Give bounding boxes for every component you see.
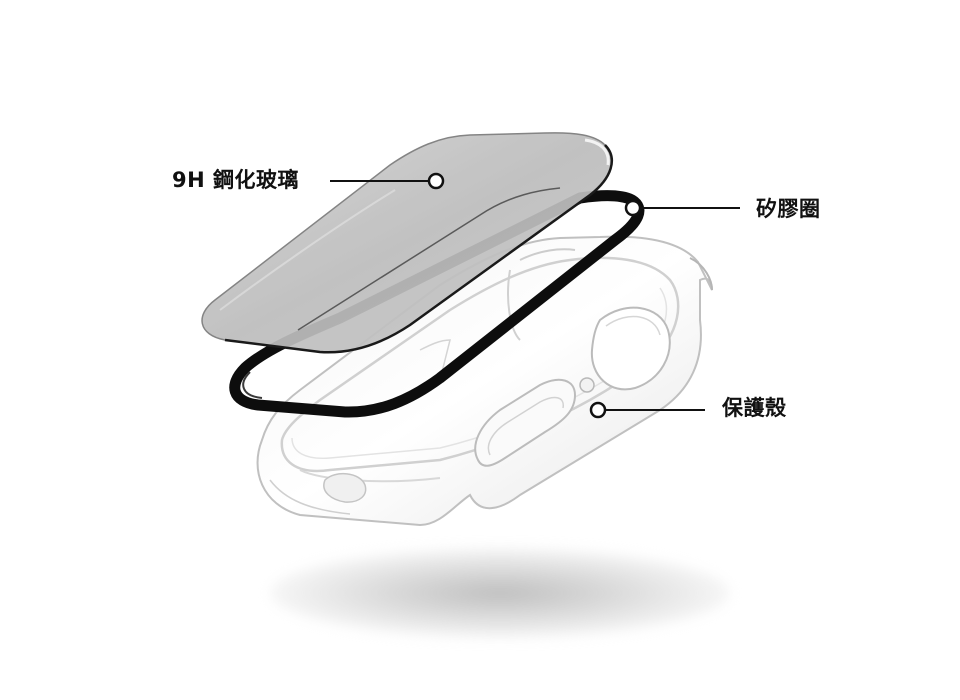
callout-gasket (624, 199, 740, 217)
callout-glass (330, 172, 445, 190)
tempered-glass (201, 132, 614, 354)
label-tempered-glass: 9H 鋼化玻璃 (172, 168, 299, 192)
callout-case (589, 401, 705, 419)
label-silicone-gasket: 矽膠圈 (756, 197, 821, 221)
protective-case (256, 235, 713, 527)
label-protective-case: 保護殼 (722, 396, 787, 420)
callout-dot-gasket (624, 199, 642, 217)
callout-dot-glass (427, 172, 445, 190)
callout-dot-case (589, 401, 607, 419)
ground-shadow (270, 548, 730, 638)
